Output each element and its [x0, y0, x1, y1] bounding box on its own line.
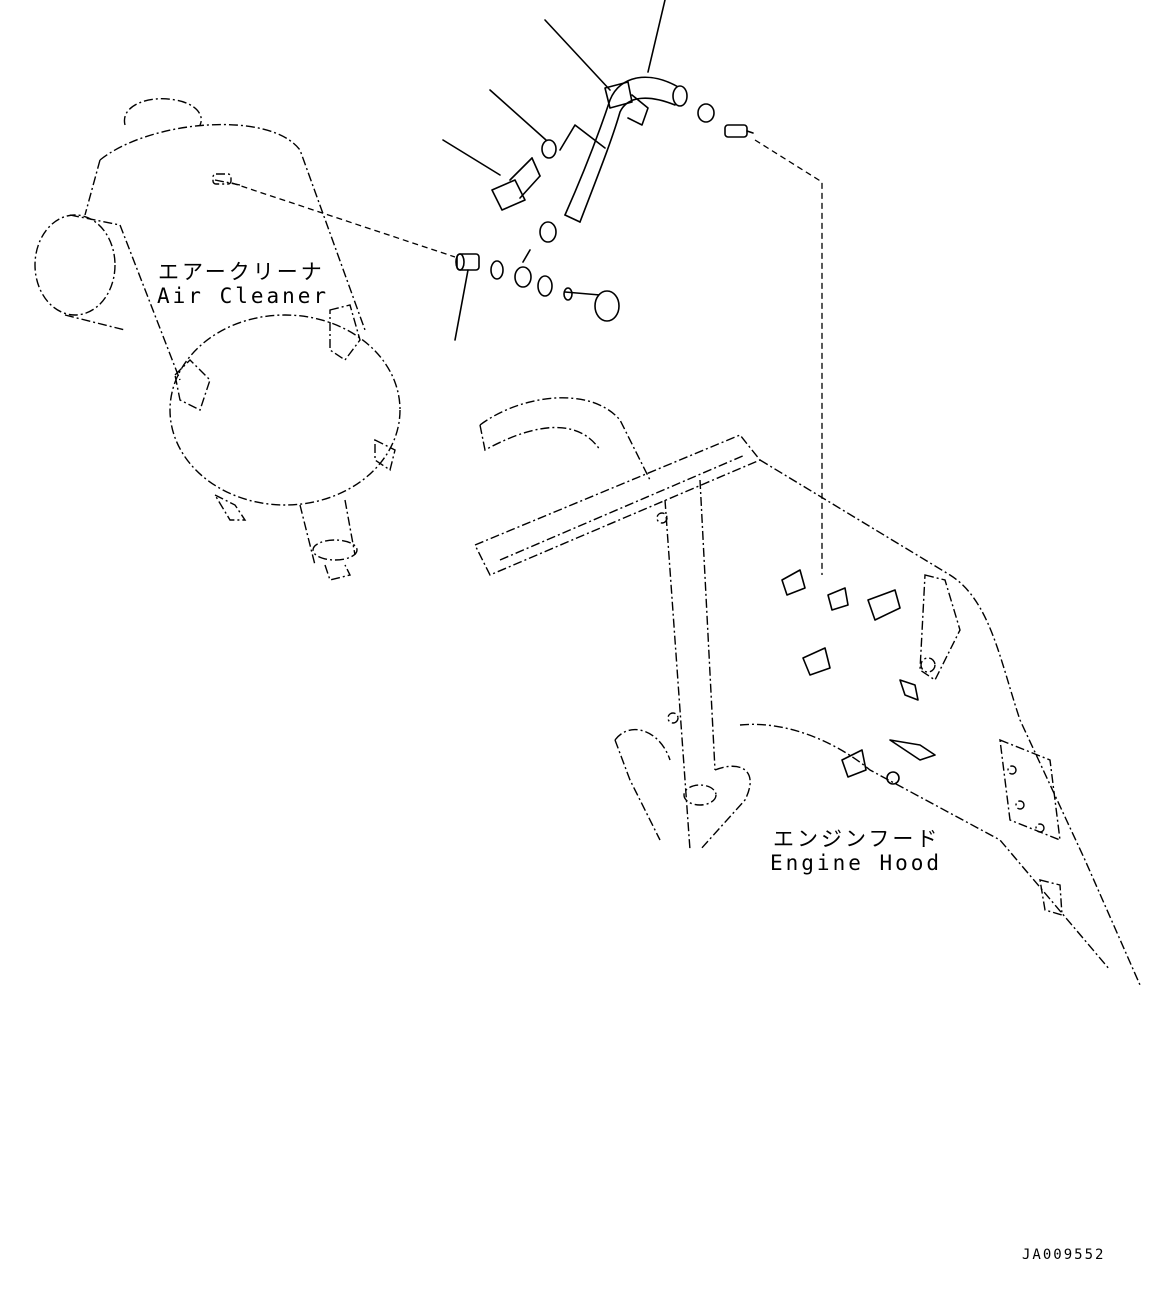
clamp-small — [539, 221, 557, 243]
bolt-lower — [563, 287, 620, 322]
hose-clamp-right — [697, 103, 715, 123]
leader-lines — [442, 0, 666, 341]
spacer-collar — [455, 253, 480, 271]
washer-left — [490, 260, 504, 280]
mount-blocks — [781, 569, 936, 785]
hose-assembly — [564, 76, 688, 223]
fitting-elbow — [724, 124, 754, 138]
engine-hood-outline — [474, 397, 1141, 986]
nut — [514, 249, 532, 288]
air-cleaner-label-en: Air Cleaner — [157, 284, 330, 308]
air-cleaner-outline — [34, 98, 401, 581]
air-cleaner-label-ja: エアークリーナ — [158, 260, 325, 284]
engine-hood-label-en: Engine Hood — [770, 851, 943, 875]
drawing-code: JA009552 — [1022, 1247, 1106, 1263]
washer-upper — [541, 139, 557, 159]
washer-right — [537, 275, 553, 297]
engine-hood-label-ja: エンジンフード — [773, 827, 941, 851]
bolt-large — [491, 157, 541, 211]
center-lines — [231, 139, 823, 575]
